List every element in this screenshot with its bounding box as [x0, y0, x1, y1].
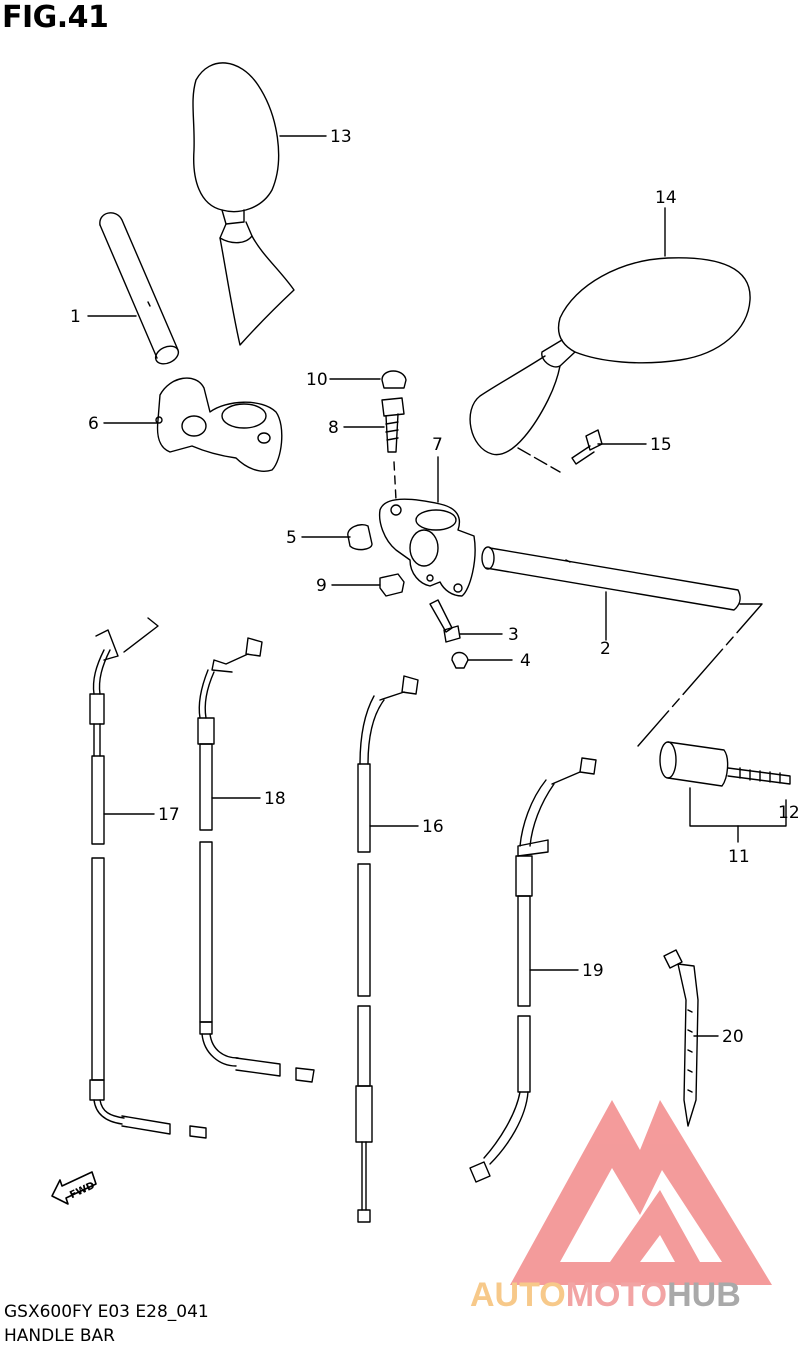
figure-code: GSX600FY E03 E28_041 — [4, 1302, 209, 1322]
watermark-g-shape — [610, 1190, 700, 1262]
part-18-cable — [197, 637, 315, 1083]
callout-10: 10 — [306, 370, 328, 390]
callout-5: 5 — [286, 528, 297, 548]
callout-12: 12 — [778, 803, 800, 823]
part-10-cap — [381, 370, 407, 389]
callout-7: 7 — [432, 435, 443, 455]
part-14-right-mirror — [469, 257, 751, 456]
callout-15: 15 — [650, 435, 672, 455]
callout-6: 6 — [88, 414, 99, 434]
part-3-bolt — [429, 599, 461, 643]
part-11-balancer-weight — [659, 741, 791, 787]
part-16-cable — [355, 675, 419, 1223]
bracket-11 — [689, 787, 787, 827]
part-2-handlebar — [481, 546, 741, 611]
figure-name: HANDLE BAR — [4, 1326, 115, 1346]
callout-19: 19 — [582, 961, 604, 981]
callout-17: 17 — [158, 805, 180, 825]
callout-2: 2 — [600, 639, 611, 659]
callout-3: 3 — [508, 625, 519, 645]
part-19-cable — [469, 757, 597, 1183]
part-15-bolt — [571, 429, 603, 465]
watermark-auto: AUTO — [470, 1276, 566, 1314]
part-13-left-mirror — [192, 62, 295, 346]
part-5-nut — [347, 524, 373, 551]
part-4-cap — [451, 651, 469, 669]
callout-11: 11 — [728, 847, 750, 867]
watermark-hub: HUB — [667, 1276, 741, 1314]
part-7-handlebar-holder — [378, 498, 476, 597]
callout-14: 14 — [655, 188, 677, 208]
handlebar-end-guide — [637, 603, 763, 747]
fwd-arrow-icon — [51, 1171, 97, 1205]
watermark-moto: MOTO — [566, 1276, 667, 1314]
watermark-logo-icon — [510, 1100, 772, 1285]
fwd-label: FWD — [68, 1180, 96, 1201]
callout-13: 13 — [330, 127, 352, 147]
callout-1: 1 — [70, 307, 81, 327]
callout-18: 18 — [264, 789, 286, 809]
part-9-nut — [379, 573, 405, 597]
callout-9: 9 — [316, 576, 327, 596]
watermark-text: AUTOMOTOHUB — [470, 1276, 741, 1314]
figure-title: FIG.41 — [2, 0, 109, 35]
part-20-cable-tie — [663, 949, 699, 1127]
callout-8: 8 — [328, 418, 339, 438]
part-6-bracket — [155, 377, 283, 472]
part-8-bolt — [381, 397, 405, 453]
part-1-throttle-grip-tube — [99, 212, 180, 365]
callout-20: 20 — [722, 1027, 744, 1047]
callout-16: 16 — [422, 817, 444, 837]
part-17-throttle-cable — [89, 617, 207, 1139]
callout-4: 4 — [520, 651, 531, 671]
